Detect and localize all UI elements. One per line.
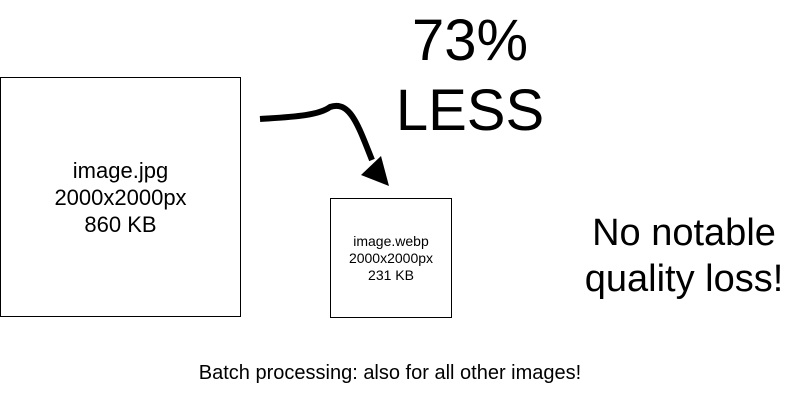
original-image-box: image.jpg 2000x2000px 860 KB bbox=[0, 77, 241, 317]
footer-caption: Batch processing: also for all other ima… bbox=[198, 362, 582, 384]
original-dimensions: 2000x2000px bbox=[54, 184, 187, 210]
converted-image-box: image.webp 2000x2000px 231 KB bbox=[330, 198, 452, 318]
quality-note: No notable quality loss! bbox=[566, 210, 802, 302]
converted-filename: image.webp bbox=[353, 232, 429, 249]
savings-percent: 73% bbox=[411, 8, 529, 73]
savings-label: LESS bbox=[395, 78, 545, 143]
original-size: 860 KB bbox=[84, 211, 157, 237]
quality-note-line-1: No notable bbox=[592, 212, 776, 254]
converted-size: 231 KB bbox=[368, 266, 414, 283]
original-filename: image.jpg bbox=[72, 157, 169, 183]
quality-note-line-2: quality loss! bbox=[584, 258, 784, 300]
arrow-shaft bbox=[259, 102, 375, 162]
arrow-head bbox=[361, 156, 389, 186]
savings-callout: 73% LESS bbox=[360, 6, 580, 146]
converted-dimensions: 2000x2000px bbox=[348, 249, 434, 266]
